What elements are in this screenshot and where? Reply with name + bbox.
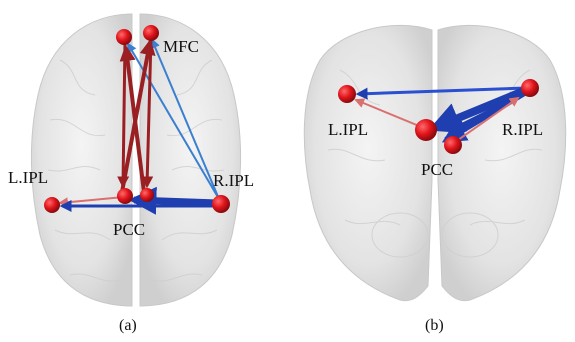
node-b-pcc-right xyxy=(444,136,462,154)
nodes-panel-b xyxy=(338,79,539,154)
caption-b: (b) xyxy=(425,317,444,334)
edge-pcc-to-mfc-right xyxy=(120,38,156,193)
label-b-lipl: L.IPL xyxy=(328,120,368,139)
edge-mfc-to-pcc-left xyxy=(117,41,130,189)
node-b-ripl xyxy=(521,79,539,97)
node-b-pcc-left xyxy=(415,119,437,141)
nodes-panel-a xyxy=(44,25,230,213)
edge-ripl-to-mfc-right xyxy=(150,38,220,200)
edges-panel-b xyxy=(354,86,528,143)
label-mfc: MFC xyxy=(163,37,199,56)
node-pcc-left xyxy=(117,188,133,204)
caption-a: (a) xyxy=(119,317,137,334)
edge-b-ripl-to-lipl xyxy=(355,86,527,100)
label-b-pcc: PCC xyxy=(421,160,453,179)
brain-axial-outline xyxy=(30,13,242,307)
label-lipl: L.IPL xyxy=(8,168,48,187)
node-lipl xyxy=(44,197,60,213)
edge-b-pcc-to-lipl xyxy=(354,98,425,129)
node-ripl xyxy=(212,195,230,213)
label-ripl: R.IPL xyxy=(213,171,254,190)
panel-b: L.IPL R.IPL PCC (b) xyxy=(303,24,567,334)
node-mfc-right xyxy=(143,25,159,41)
label-b-ripl: R.IPL xyxy=(502,120,543,139)
node-mfc-left xyxy=(116,29,132,45)
edge-mfc-to-pcc-right xyxy=(141,37,154,189)
edge-b-pcc-to-ripl xyxy=(457,96,520,141)
node-pcc-right xyxy=(140,188,154,202)
node-b-lipl xyxy=(338,85,356,103)
panel-a: MFC L.IPL R.IPL PCC (a) xyxy=(8,13,254,334)
label-pcc: PCC xyxy=(113,220,145,239)
